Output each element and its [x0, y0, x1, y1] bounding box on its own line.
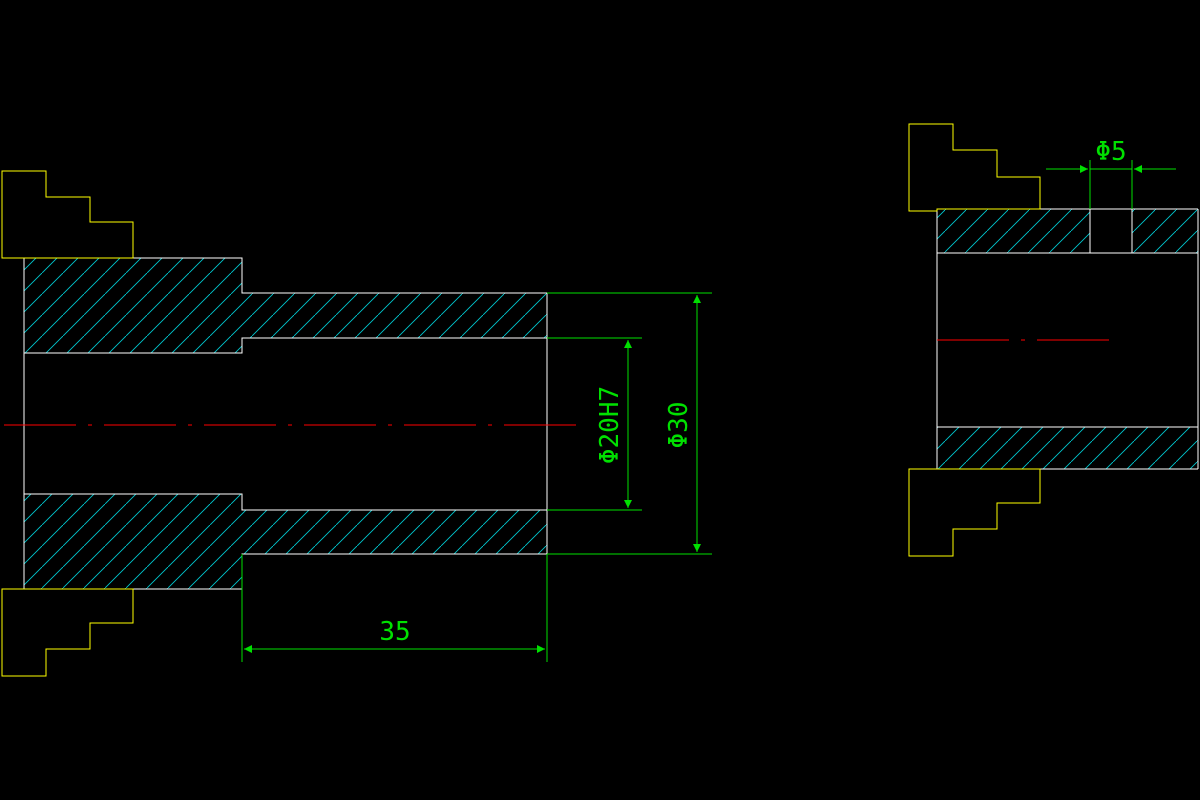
chuck-jaw-bottom-right — [908, 468, 1041, 557]
right-hatch-top — [937, 209, 1198, 253]
dimension-bore — [547, 337, 642, 511]
chuck-jaw-top-left — [1, 170, 134, 259]
left-hatch-bottom — [24, 494, 547, 589]
chuck-jaw-top-right — [908, 123, 1041, 212]
right-part-outline — [936, 208, 1199, 470]
dimension-outer — [547, 292, 712, 555]
dimension-length — [241, 554, 548, 662]
left-section-view: 35 Φ20H7 Φ30 — [1, 170, 712, 677]
dimension-outer-label: Φ30 — [664, 402, 694, 449]
dimension-hole-label: Φ5 — [1095, 137, 1126, 167]
chuck-jaw-bottom-left — [1, 588, 134, 677]
right-hatch-bottom — [937, 427, 1198, 469]
left-hatch-top — [24, 258, 547, 353]
dimension-bore-label: Φ20H7 — [595, 386, 625, 464]
right-section-view: Φ5 — [908, 123, 1199, 557]
dimension-hole — [1046, 160, 1176, 209]
dimension-length-label: 35 — [379, 617, 410, 647]
